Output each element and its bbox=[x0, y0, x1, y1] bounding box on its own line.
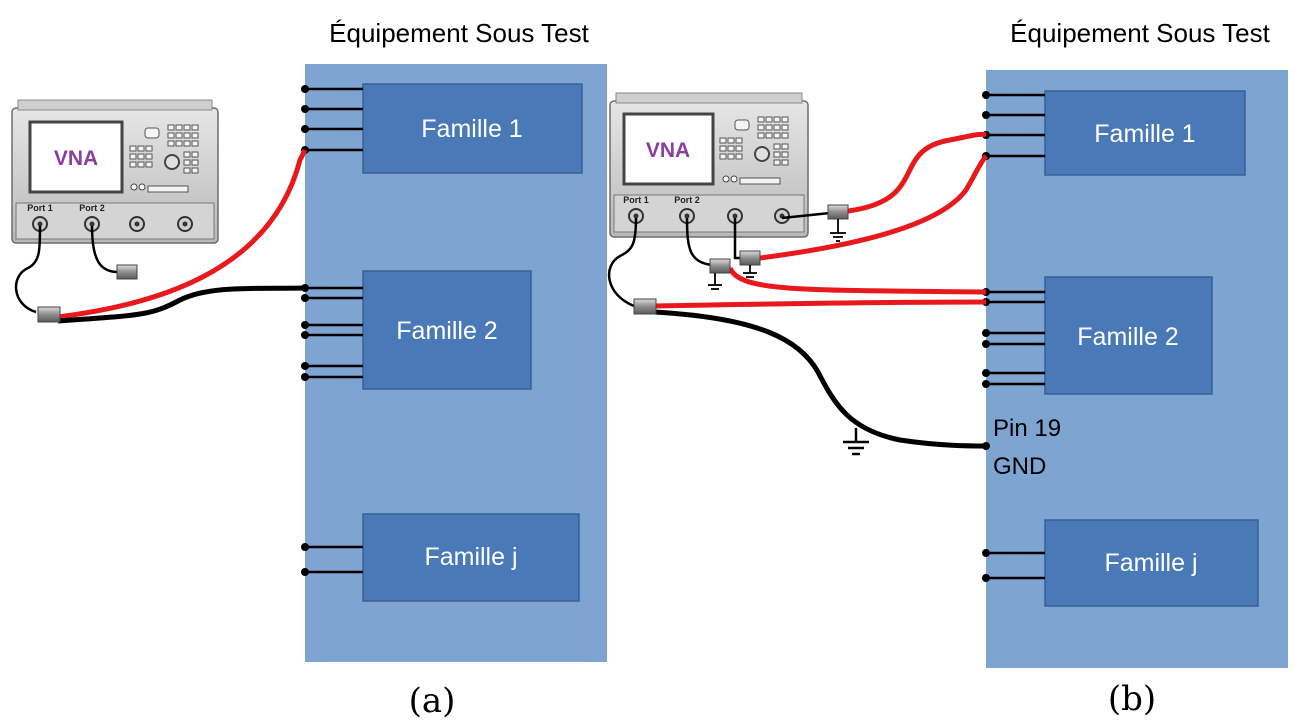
family-1-label-b: Famille 1 bbox=[1094, 120, 1195, 148]
pin-dots-b bbox=[982, 91, 990, 582]
panel-b: Équipement Sous Test Famille 1 Famille 2… bbox=[607, 18, 1288, 719]
ground-symbol-main bbox=[843, 428, 869, 456]
caption-b: (b) bbox=[1108, 679, 1156, 719]
panel-a: Équipement Sous Test Famille 1 Famille 2… bbox=[11, 18, 607, 721]
port4-lead-b bbox=[781, 211, 831, 220]
connector-port4-b bbox=[827, 204, 849, 220]
port2-label-a: Port 2 bbox=[79, 203, 105, 213]
signal-cable-port1-b bbox=[653, 299, 987, 309]
family-2-box-b: Famille 2 bbox=[1044, 276, 1213, 395]
connector-port2-b bbox=[709, 258, 731, 274]
ground-symbol-port4 bbox=[830, 219, 846, 242]
family-1-box-a: Famille 1 bbox=[362, 83, 583, 174]
port-connectors-b bbox=[628, 208, 790, 224]
family-j-box-a: Famille j bbox=[362, 513, 580, 602]
port1-lead-b bbox=[607, 217, 638, 308]
vna-screen-a bbox=[28, 120, 124, 194]
port1-lead-a bbox=[14, 225, 42, 314]
signal-cable-port4-b bbox=[847, 131, 987, 214]
signal-cable-a bbox=[57, 148, 308, 320]
port1-label-a: Port 1 bbox=[27, 203, 53, 213]
family-2-label-a: Famille 2 bbox=[396, 317, 497, 345]
caption-a: (a) bbox=[409, 681, 456, 721]
eut-title-b: Équipement Sous Test bbox=[1010, 18, 1270, 48]
pin-dots-a bbox=[301, 85, 309, 576]
ground-cable-a bbox=[57, 285, 306, 324]
signal-cable-port2-b bbox=[727, 266, 987, 295]
eut-title-a: Équipement Sous Test bbox=[329, 18, 589, 48]
vna-instrument-b: VNA Port 1 Port 2 bbox=[609, 92, 809, 238]
ground-cable-b bbox=[653, 309, 987, 449]
family-2-box-a: Famille 2 bbox=[362, 270, 532, 390]
family-j-label-a: Famille j bbox=[424, 543, 517, 571]
vna-label-b: VNA bbox=[646, 139, 690, 162]
pins-b bbox=[986, 93, 1045, 580]
tee-connector-port1-b bbox=[633, 298, 657, 315]
ground-symbol-port3 bbox=[743, 265, 757, 278]
family-1-box-b: Famille 1 bbox=[1044, 90, 1246, 176]
family-j-label-b: Famille j bbox=[1104, 549, 1197, 577]
pins-a bbox=[305, 87, 363, 574]
family-j-box-b: Famille j bbox=[1044, 519, 1259, 607]
connector-port3-b bbox=[739, 250, 761, 266]
vna-screen-b bbox=[622, 112, 715, 186]
port2-lead-a bbox=[90, 225, 119, 274]
knob-b bbox=[754, 146, 770, 162]
gnd-label: GND bbox=[993, 453, 1046, 480]
ground-symbol-port2 bbox=[708, 273, 722, 290]
family-2-label-b: Famille 2 bbox=[1077, 323, 1178, 351]
family-1-label-a: Famille 1 bbox=[421, 115, 522, 143]
tee-connector-a bbox=[37, 306, 61, 323]
vna-label-a: VNA bbox=[54, 147, 98, 170]
port1-label-b: Port 1 bbox=[623, 195, 649, 205]
terminator-a bbox=[116, 264, 138, 280]
vna-instrument-a: VNA Port 1 Port 2 bbox=[11, 99, 219, 244]
port2-lead-b bbox=[685, 217, 713, 267]
port2-label-b: Port 2 bbox=[674, 195, 700, 205]
signal-cable-port3-b bbox=[759, 154, 988, 261]
pin19-label: Pin 19 bbox=[993, 415, 1061, 442]
port-connectors-a bbox=[32, 216, 193, 232]
knob-a bbox=[164, 154, 180, 170]
